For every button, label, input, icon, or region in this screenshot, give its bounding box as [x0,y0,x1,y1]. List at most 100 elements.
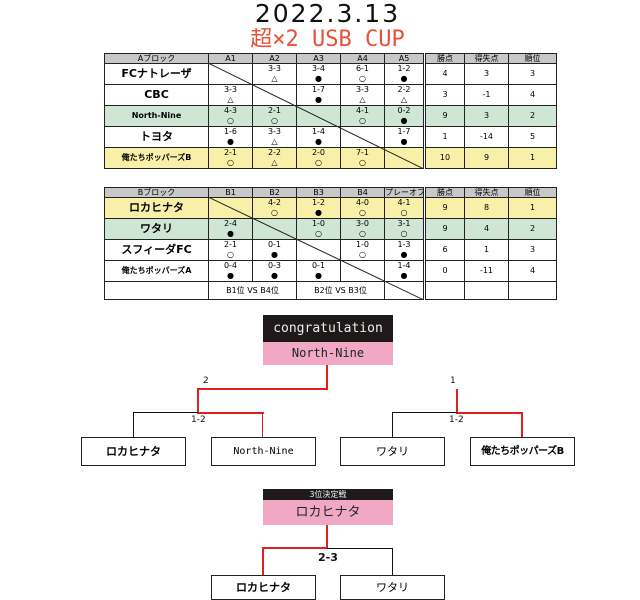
result-mark-icon: ● [271,271,278,280]
result-mark-icon: ○ [400,229,408,238]
match-score: 4-3 [223,106,238,116]
match-result: 1-7● [296,84,341,106]
column-header: A1 [208,53,253,64]
column-header: B4 [340,187,385,198]
match-result: 1-2● [296,197,341,219]
team-name: ロカヒナタ [104,197,209,219]
team-rank: 1 [508,147,557,169]
match-score: 2-4 [223,219,238,229]
match-score: 4-1 [397,198,411,208]
match-result [340,260,385,282]
match-score: 4-0 [355,198,370,208]
match-score: 3-1 [397,219,411,229]
bracket-line [392,412,457,413]
empty-cell [384,281,425,300]
team-rank: 3 [508,239,557,261]
empty-cell [464,281,509,300]
match-result: 3-3△ [252,63,297,85]
team-rank: 2 [508,105,557,127]
match-result: 1-6● [208,126,253,148]
team-diff: 3 [464,63,509,85]
column-header: Bブロック [104,187,209,198]
column-header: A4 [340,53,385,64]
team-diff: -11 [464,260,509,282]
match-result: 7-1○ [340,147,385,169]
result-mark-icon: ● [400,137,408,146]
bracket-team: ワタリ [340,437,445,466]
bracket-team: ワタリ [340,575,445,600]
team-points: 0 [423,260,465,282]
result-mark-icon: △ [271,74,278,83]
match-score: 1-6 [223,127,238,137]
match-score: 2-1 [223,240,238,250]
team-diff: 4 [464,218,509,240]
final-right-score: 1 [450,376,456,386]
match-score: 0-2 [397,106,411,116]
team-name: 俺たちポッパーズA [104,260,209,282]
champion-name: North-Nine [263,342,393,365]
column-header: 得失点 [464,187,509,198]
bracket-line [327,548,393,549]
match-score: 4-1 [355,106,370,116]
match-result [252,218,297,240]
team-rank: 2 [508,218,557,240]
result-mark-icon: ○ [271,116,278,125]
match-result: 4-0○ [340,197,385,219]
result-mark-icon: ● [315,137,322,146]
result-mark-icon: ○ [227,250,234,259]
team-diff: 3 [464,105,509,127]
match-result: 2-4● [208,218,253,240]
result-mark-icon: ○ [359,250,366,259]
result-mark-icon: ● [315,95,322,104]
team-name: トヨタ [104,126,209,148]
result-mark-icon: ○ [271,208,278,217]
match-score: 3-0 [355,219,370,229]
match-score: 3-4 [311,64,326,74]
match-result: 1-3● [384,239,425,261]
match-score: 3-3 [267,64,282,74]
column-header: 勝点 [423,53,465,64]
result-mark-icon: ● [315,271,322,280]
team-points: 9 [423,218,465,240]
match-result: 1-4● [384,260,425,282]
match-result [384,147,425,169]
team-name: ワタリ [104,218,209,240]
tournament-date: 2022.3.13 [254,0,401,27]
bracket-line [392,548,393,575]
match-score: 3-3 [223,85,238,95]
match-result [208,63,253,85]
match-score: 2-2 [397,85,411,95]
result-mark-icon: ○ [400,208,408,217]
column-header: Aブロック [104,53,209,64]
match-result: 4-2○ [252,197,297,219]
team-diff: 8 [464,197,509,219]
match-result: 0-4● [208,260,253,282]
match-result: 3-3△ [208,84,253,106]
column-header: B1 [208,187,253,198]
match-score: 1-4 [311,127,326,137]
column-header: 得失点 [464,53,509,64]
team-name: CBC [104,84,209,106]
match-score: 1-7 [397,127,411,137]
bracket-line [262,547,264,575]
team-diff: -14 [464,126,509,148]
match-result [296,105,341,127]
match-result: 1-7● [384,126,425,148]
match-score: 2-2 [267,148,282,158]
match-result: 2-0○ [296,147,341,169]
match-result: 6-1○ [340,63,385,85]
result-mark-icon: ● [400,250,408,259]
match-score: 1-4 [397,261,411,271]
match-score: 6-1 [355,64,370,74]
result-mark-icon: ○ [359,116,366,125]
result-mark-icon: ○ [227,158,234,167]
match-result: 4-1○ [340,105,385,127]
